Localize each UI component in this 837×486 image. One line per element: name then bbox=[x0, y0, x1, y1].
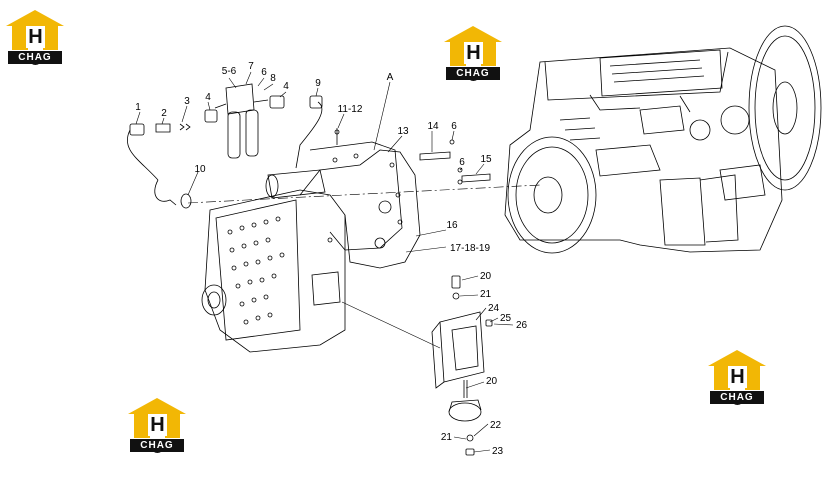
callout-label: 17-18-19 bbox=[450, 243, 490, 254]
brand-logo: H3 CHAG bbox=[128, 398, 186, 458]
callout-labels: 1 2 3 4 5-6 7 6 8 4 9 11-12 A 13 14 6 6 … bbox=[135, 61, 527, 457]
leader-lines bbox=[135, 71, 514, 453]
callout-label: 4 bbox=[283, 81, 289, 92]
logo-mark-h: H bbox=[26, 26, 45, 48]
callout-label: 20 bbox=[480, 271, 492, 282]
fasteners bbox=[419, 139, 491, 185]
callout-label: 24 bbox=[488, 303, 500, 314]
logo-mark-h: H bbox=[728, 366, 747, 388]
callout-label: 20 bbox=[486, 376, 498, 387]
callout-label: 6 bbox=[261, 67, 267, 78]
logo-mark: H3 bbox=[142, 414, 172, 458]
brand-logo: H3 CHAG bbox=[6, 10, 64, 70]
engine bbox=[504, 25, 822, 254]
logo-roof-shape bbox=[128, 398, 186, 414]
callout-label: 7 bbox=[248, 61, 254, 72]
callout-label: 16 bbox=[446, 220, 458, 231]
logo-mark-h: H bbox=[148, 414, 167, 436]
bolt-pattern bbox=[227, 153, 403, 325]
callout-label: 2 bbox=[161, 108, 167, 119]
callout-label: 5-6 bbox=[222, 66, 237, 77]
callout-label: 14 bbox=[427, 121, 439, 132]
logo-roof-shape bbox=[6, 10, 64, 26]
callout-label: 11-12 bbox=[338, 104, 363, 115]
callout-label: 10 bbox=[194, 164, 206, 175]
logo-mark-h: H bbox=[464, 42, 483, 64]
callout-label: 9 bbox=[315, 78, 321, 89]
callout-label: 6 bbox=[459, 157, 465, 168]
logo-roof-shape bbox=[444, 26, 502, 42]
logo-mark: H3 bbox=[722, 366, 752, 410]
callout-label: 21 bbox=[480, 289, 492, 300]
logo-word: CHAG bbox=[446, 67, 500, 80]
logo-word: CHAG bbox=[130, 439, 184, 452]
callout-label: 21 bbox=[441, 432, 453, 443]
logo-word: CHAG bbox=[710, 391, 764, 404]
logo-mark: H3 bbox=[458, 42, 488, 86]
callout-label: 25 bbox=[500, 313, 512, 324]
center-line bbox=[187, 184, 541, 204]
callout-label: 26 bbox=[516, 320, 528, 331]
callout-label: 6 bbox=[451, 121, 457, 132]
callout-label: 22 bbox=[490, 420, 502, 431]
callout-label: 23 bbox=[492, 446, 504, 457]
callout-label: 8 bbox=[270, 73, 276, 84]
logo-mark: H3 bbox=[20, 26, 50, 70]
drawing-lines bbox=[127, 25, 822, 456]
logo-word: CHAG bbox=[8, 51, 62, 64]
callout-label: 1 bbox=[135, 102, 141, 113]
mounting-bracket bbox=[431, 275, 493, 456]
callout-label: 4 bbox=[205, 92, 211, 103]
callout-label: A bbox=[387, 72, 394, 83]
callout-label: 15 bbox=[480, 154, 492, 165]
callout-label: 3 bbox=[184, 96, 190, 107]
callout-label: 13 bbox=[397, 126, 409, 137]
brand-logo: H3 CHAG bbox=[708, 350, 766, 410]
filter-assembly bbox=[127, 83, 340, 209]
transmission bbox=[201, 141, 421, 353]
logo-roof-shape bbox=[708, 350, 766, 366]
brand-logo: H3 CHAG bbox=[444, 26, 502, 86]
